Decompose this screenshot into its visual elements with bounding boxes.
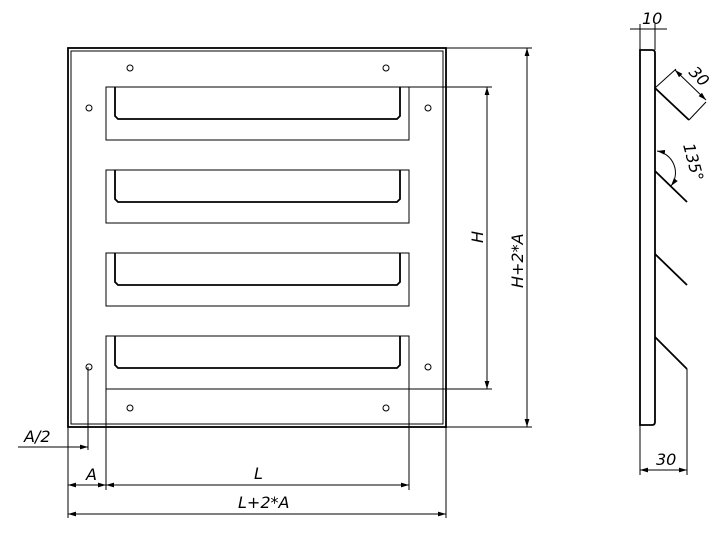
slat — [105, 252, 410, 307]
vane — [654, 253, 688, 286]
slat-channel — [114, 253, 401, 286]
mounting-hole — [126, 64, 134, 72]
mounting-hole — [85, 104, 93, 112]
mounting-hole — [382, 404, 390, 412]
mounting-hole — [382, 64, 390, 72]
slat-frame — [105, 86, 410, 141]
dim-arc-angle — [656, 149, 678, 187]
vane — [654, 87, 690, 121]
slat-frame — [105, 252, 410, 307]
dim-line-vane-length — [674, 69, 707, 101]
dim-label-total-length: L+2*A — [238, 493, 289, 512]
dim-label-depth: 30 — [656, 450, 676, 469]
side-plate — [639, 49, 656, 426]
slat-frame — [105, 335, 410, 390]
slat-channel — [114, 336, 401, 369]
dim-label-height: H — [468, 231, 487, 243]
mounting-hole — [424, 104, 432, 112]
extension-line — [654, 68, 677, 89]
slats — [105, 86, 410, 390]
slat-channel — [114, 87, 401, 120]
side-view: 30 10 30 135° — [630, 9, 713, 475]
extension-line — [688, 101, 707, 121]
dim-label-vane-length: 30 — [685, 62, 713, 90]
holes — [85, 64, 432, 412]
vane — [654, 336, 688, 370]
front-view: A/2 A L L+2*A H H+2*A — [18, 47, 532, 518]
mounting-hole — [424, 363, 432, 371]
slat-frame — [105, 169, 410, 224]
slat — [105, 169, 410, 224]
dim-label-angle: 135° — [679, 141, 707, 183]
slat — [105, 86, 410, 141]
plate-inner-edge — [70, 50, 444, 425]
slat — [105, 335, 410, 390]
mounting-hole — [126, 404, 134, 412]
dim-label-length: L — [254, 464, 263, 483]
mounting-hole — [85, 363, 93, 371]
dim-label-total-height: H+2*A — [508, 233, 527, 288]
slat-channel — [114, 170, 401, 203]
vane — [654, 170, 688, 203]
outer-plate — [67, 47, 447, 428]
dim-label-half-margin: A/2 — [23, 427, 51, 446]
dim-label-margin: A — [85, 465, 97, 484]
dim-label-thickness: 10 — [642, 9, 662, 28]
